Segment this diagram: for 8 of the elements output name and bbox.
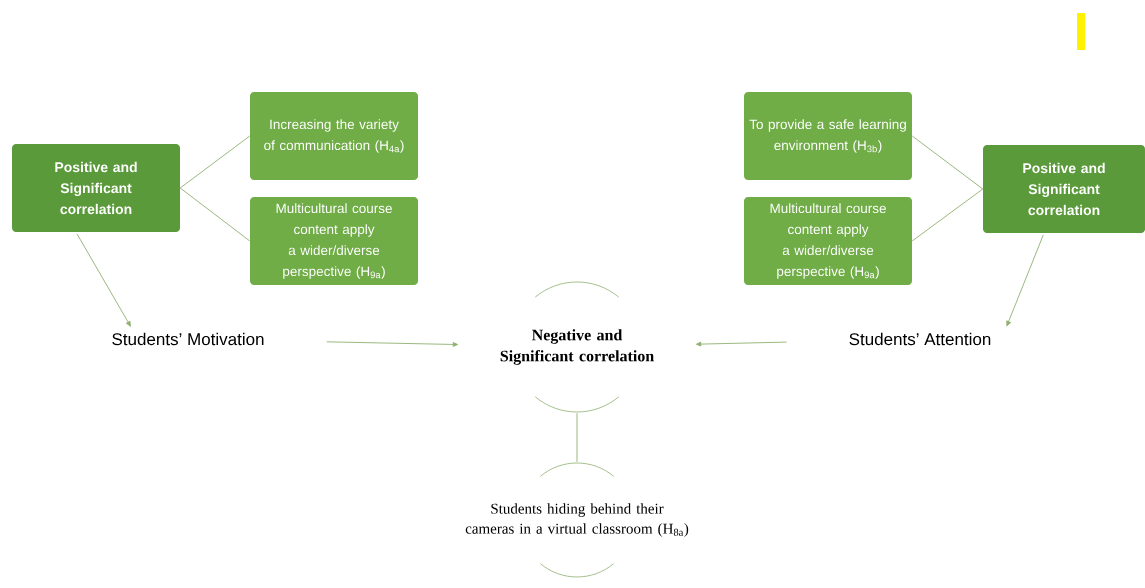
- hypothesis-box: Increasing the variety of communication (H$_{4a}$): [250, 92, 418, 180]
- correlation-box: Positive and Significant correlation: [983, 145, 1145, 233]
- correlation-box: Positive and Significant correlation: [12, 144, 180, 232]
- hypothesis-box: Multicultural course content apply a wider/diverse perspective (H$_{9a}$): [250, 197, 418, 285]
- hypothesis-box: Multicultural course content apply a wider/diverse perspective (H$_{9a}$): [744, 197, 912, 285]
- hypothesis-box: To provide a safe learning environment (H$_{3b}$): [744, 92, 912, 180]
- variable-label: Students’ Attention: [849, 332, 991, 346]
- variable-label: Students’ Motivation: [112, 332, 264, 346]
